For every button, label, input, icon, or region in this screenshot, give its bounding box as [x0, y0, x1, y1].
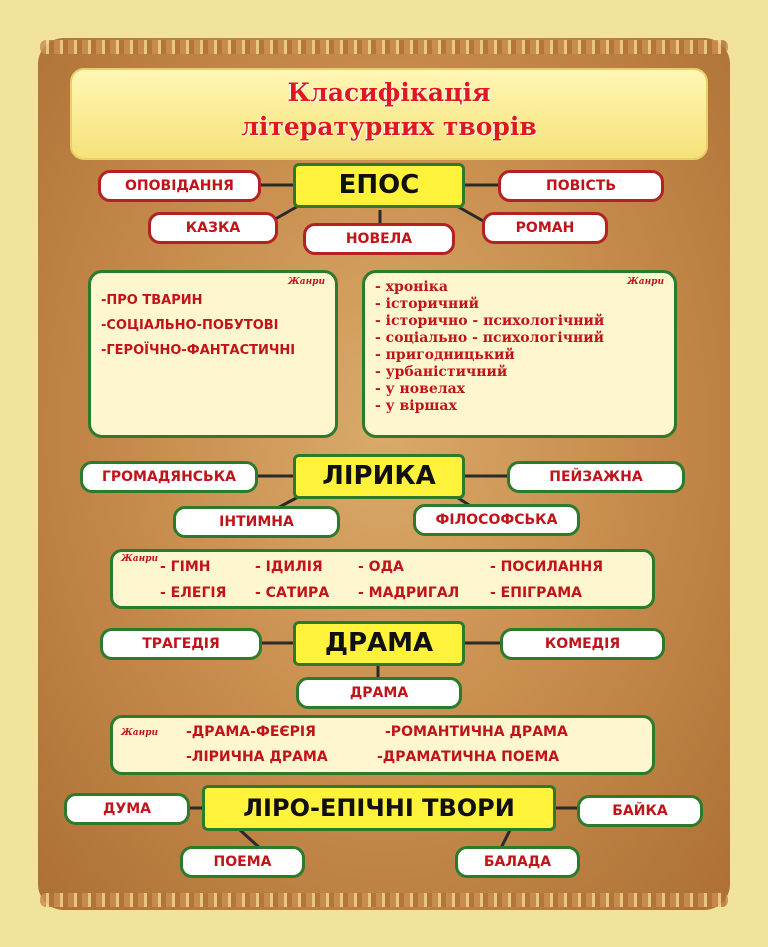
bottom-ornament-border: [40, 893, 728, 907]
epos-hub: ЕПОС: [293, 163, 465, 208]
genre-item: - у новелах: [375, 381, 466, 397]
genres-tag: Жанри: [626, 277, 664, 287]
epos-kind-opovidannia: ОПОВІДАННЯ: [98, 170, 261, 202]
genre-item: -ЛІРИЧНА ДРАМА: [186, 749, 328, 765]
genre-item: - історично - психологічний: [375, 313, 605, 329]
lyrics-hub: ЛІРИКА: [293, 454, 465, 499]
top-ornament-border: [40, 40, 728, 54]
drama-kind-komediia: КОМЕДІЯ: [500, 628, 665, 660]
genre-item: - ОДА: [358, 559, 404, 575]
genre-item: - урбаністичний: [375, 364, 508, 380]
genre-item: - ЕПІГРАМА: [490, 585, 582, 601]
genre-item: -ДРАМАТИЧНА ПОЕМА: [377, 749, 560, 765]
genre-item: - ЕЛЕГІЯ: [160, 585, 227, 601]
lyroepic-kind-poema: ПОЕМА: [180, 846, 305, 878]
lyroepic-kind-baika: БАЙКА: [577, 795, 703, 827]
genre-item: - соціально - психологічний: [375, 330, 605, 346]
genre-item: - хроніка: [375, 279, 448, 295]
lyrics-kind-peizazhna: ПЕЙЗАЖНА: [507, 461, 685, 493]
title-line-2: літературних творів: [241, 112, 537, 141]
epos-kind-kazka: КАЗКА: [148, 212, 278, 244]
genre-item: -СОЦІАЛЬНО-ПОБУТОВІ: [101, 318, 279, 333]
lyrics-genres-box: Жанри - ГІМН - ІДИЛІЯ - ОДА - ПОСИЛАННЯ …: [110, 549, 655, 609]
genre-item: -ДРАМА-ФЕЄРІЯ: [186, 724, 316, 740]
genre-item: - історичний: [375, 296, 479, 312]
title-line-1: Класифікація: [287, 78, 491, 107]
genre-item: - ПОСИЛАННЯ: [490, 559, 603, 575]
genre-item: -РОМАНТИЧНА ДРАМА: [385, 724, 568, 740]
genres-tag: Жанри: [287, 277, 325, 287]
lyrics-kind-filosofska: ФІЛОСОФСЬКА: [413, 504, 580, 536]
drama-kind-trahediia: ТРАГЕДІЯ: [100, 628, 262, 660]
genre-item: - пригодницький: [375, 347, 515, 363]
genre-item: - МАДРИГАЛ: [358, 585, 460, 601]
genre-item: - ГІМН: [160, 559, 211, 575]
genre-item: -ПРО ТВАРИН: [101, 293, 203, 308]
genre-item: -ГЕРОЇЧНО-ФАНТАСТИЧНІ: [101, 343, 296, 358]
drama-hub: ДРАМА: [293, 621, 465, 666]
genre-item: - ІДИЛІЯ: [255, 559, 323, 575]
genres-tag: Жанри: [121, 728, 159, 738]
epos-kind-povist: ПОВІСТЬ: [498, 170, 664, 202]
drama-genres-box: Жанри -ДРАМА-ФЕЄРІЯ -РОМАНТИЧНА ДРАМА -Л…: [110, 715, 655, 775]
lyroepic-kind-duma: ДУМА: [64, 793, 190, 825]
title-banner: Класифікація літературних творів: [70, 68, 708, 160]
epos-kind-roman: РОМАН: [482, 212, 608, 244]
lyroepic-hub: ЛІРО-ЕПІЧНІ ТВОРИ: [202, 785, 556, 831]
genre-item: - у віршах: [375, 398, 457, 414]
genre-item: - САТИРА: [255, 585, 330, 601]
epos-genres-left-box: Жанри -ПРО ТВАРИН -СОЦІАЛЬНО-ПОБУТОВІ -Г…: [88, 270, 338, 438]
lyrics-kind-intymna: ІНТИМНА: [173, 506, 340, 538]
lyroepic-kind-balada: БАЛАДА: [455, 846, 580, 878]
genres-tag: Жанри: [121, 554, 159, 564]
drama-kind-drama: ДРАМА: [296, 677, 462, 709]
lyrics-kind-hromadianska: ГРОМАДЯНСЬКА: [80, 461, 258, 493]
epos-genres-right-box: Жанри - хроніка - історичний - історично…: [362, 270, 677, 438]
epos-kind-novela: НОВЕЛА: [303, 223, 455, 255]
